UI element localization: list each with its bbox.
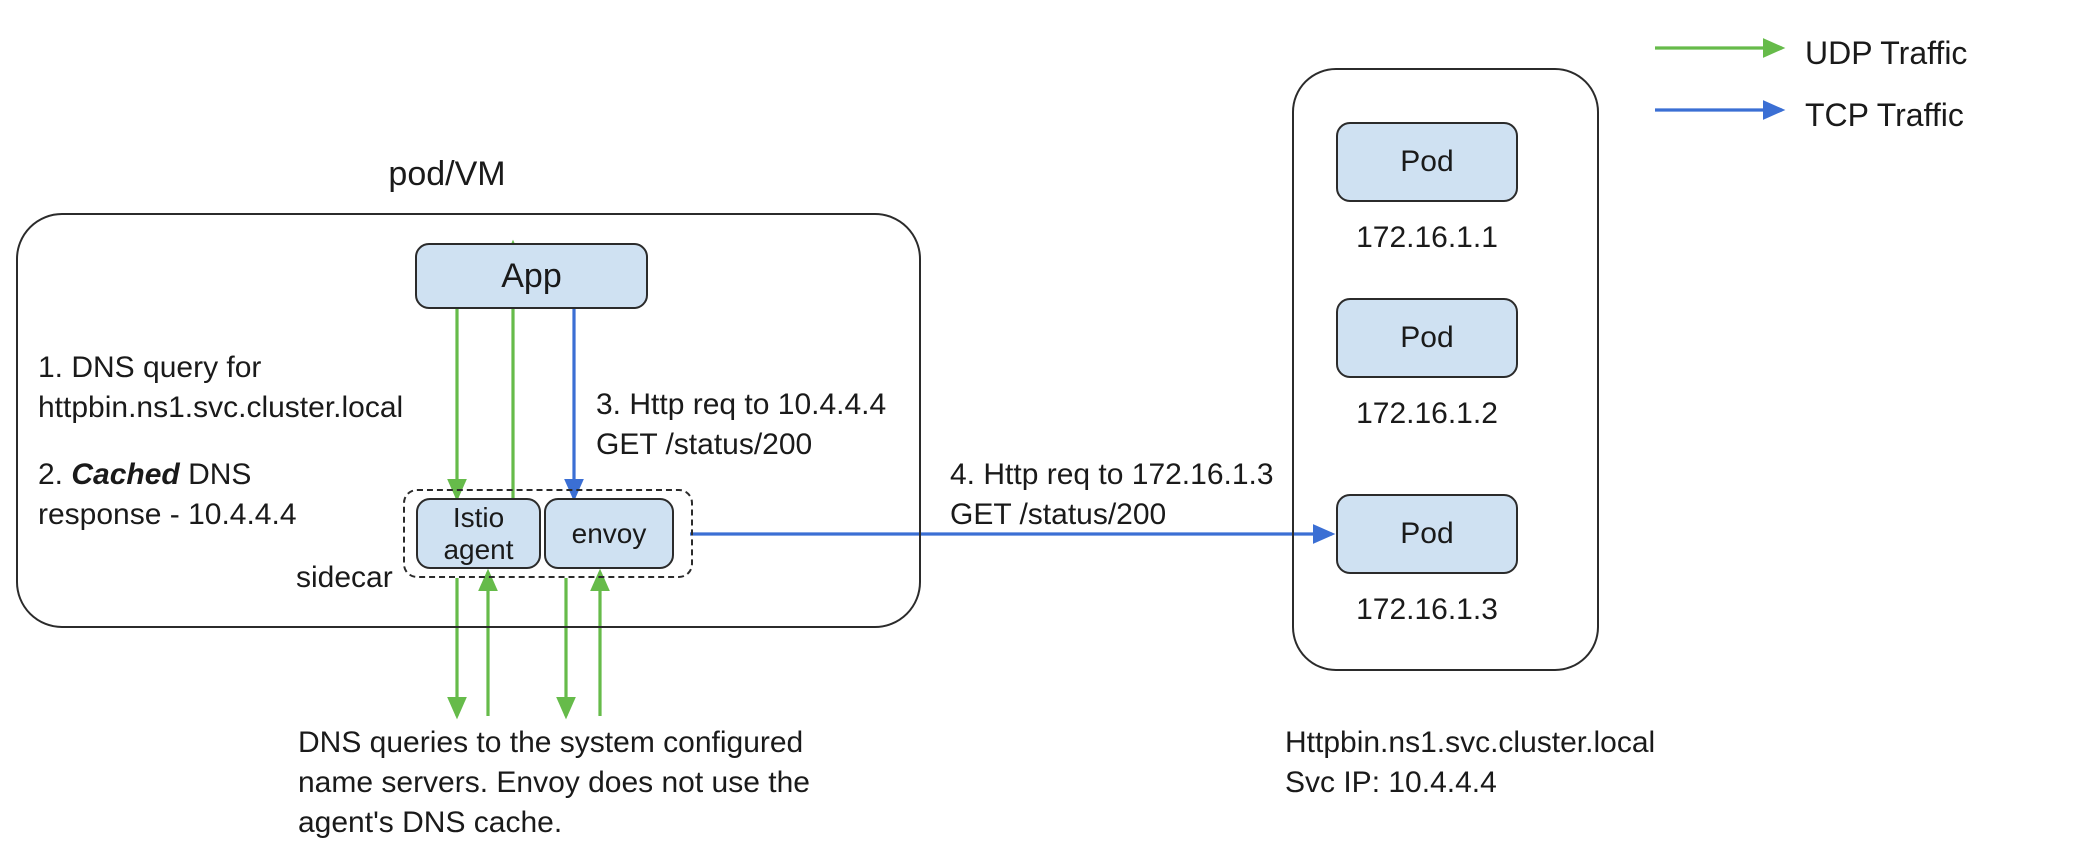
step-3-label: 3. Http req to 10.4.4.4 GET /status/200 (596, 388, 887, 461)
pod-box-label: Pod (1400, 145, 1454, 179)
sidecar-container (403, 489, 693, 578)
pod-ip-1: 172.16.1.1 (1356, 221, 1498, 254)
pod-vm-container (16, 213, 921, 628)
dns-nameserver-note: DNS queries to the system configured nam… (298, 726, 810, 839)
istio-agent-box[interactable]: Istio agent (416, 498, 541, 569)
app-box[interactable]: App (415, 243, 648, 309)
sidecar-label: sidecar (296, 561, 393, 594)
pod-vm-title: pod/VM (388, 155, 506, 193)
pod-ip-2: 172.16.1.2 (1356, 397, 1498, 430)
legend-label-tcp: TCP Traffic (1805, 97, 1964, 133)
legend: UDP Traffic TCP Traffic (1650, 20, 2070, 140)
step-2-prefix: 2. (38, 458, 72, 491)
step-2-label: 2. Cached DNS response - 10.4.4.4 (38, 455, 458, 535)
istio-agent-label: Istio agent (443, 502, 514, 565)
service-cluster-container (1292, 68, 1599, 671)
service-dns-note: Httpbin.ns1.svc.cluster.local Svc IP: 10… (1285, 726, 1656, 799)
pod-box-label: Pod (1400, 517, 1454, 551)
pod-box-3[interactable]: Pod (1336, 494, 1518, 574)
pod-ip-3: 172.16.1.3 (1356, 593, 1498, 626)
pod-box-label: Pod (1400, 321, 1454, 355)
envoy-label: envoy (571, 517, 647, 549)
envoy-box[interactable]: envoy (544, 498, 674, 569)
app-box-label: App (501, 256, 562, 295)
step-1-label: 1. DNS query for httpbin.ns1.svc.cluster… (38, 351, 404, 424)
step-2-emphasis: Cached (71, 458, 180, 491)
step-2-suffix: DNS response - 10.4.4.4 (38, 458, 297, 531)
step-4-label: 4. Http req to 172.16.1.3 GET /status/20… (950, 458, 1274, 531)
legend-label-udp: UDP Traffic (1805, 35, 1968, 71)
pod-box-2[interactable]: Pod (1336, 298, 1518, 378)
pod-box-1[interactable]: Pod (1336, 122, 1518, 202)
